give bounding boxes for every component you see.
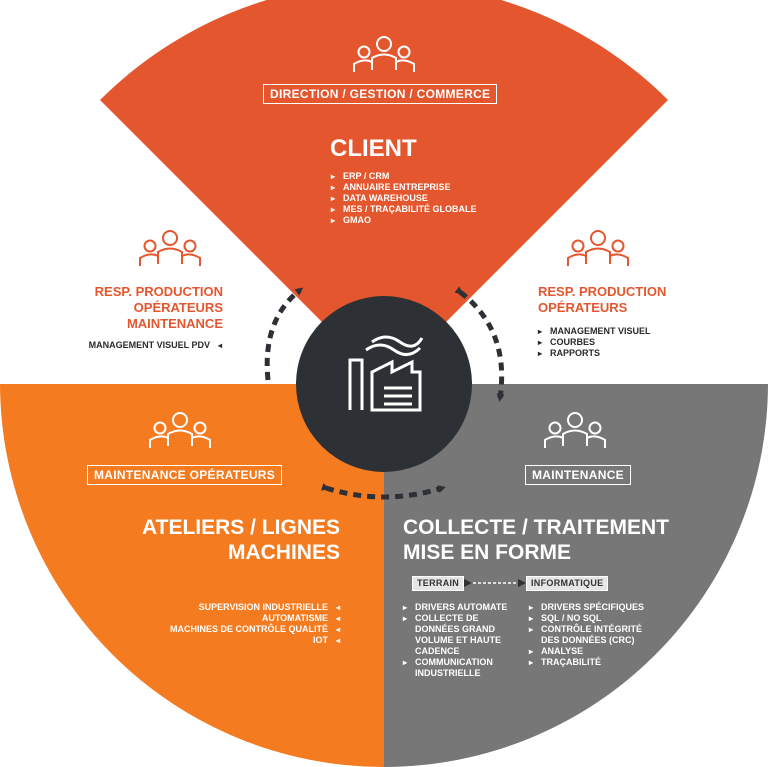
left-item: AUTOMATISME (170, 613, 340, 624)
informatique-item: ANALYSE (529, 646, 656, 657)
left-upper-line: RESP. PRODUCTION (94, 284, 223, 299)
right-upper-line: RESP. PRODUCTION (538, 284, 667, 299)
client-item: ANNUAIRE ENTREPRISE (331, 182, 477, 193)
left-title-line: ATELIERS / LIGNES (142, 516, 340, 539)
left-role-tag: MAINTENANCE OPÉRATEURS (87, 465, 283, 485)
right-role-tag: MAINTENANCE (525, 465, 631, 485)
left-upper-item: MANAGEMENT VISUEL PDV (89, 340, 223, 351)
people-icon-left-upper (139, 230, 201, 267)
client-item: ERP / CRM (331, 171, 477, 182)
center-hub (296, 296, 472, 472)
arrow-left-upper (264, 287, 304, 381)
left-sector (0, 384, 384, 767)
informatique-item: TRAÇABILITÉ (529, 657, 656, 668)
left-item: MACHINES DE CONTRÔLE QUALITÉ (170, 624, 340, 635)
client-item: DATA WAREHOUSE (331, 193, 477, 204)
informatique-item: DRIVERS SPÉCIFIQUES (529, 602, 656, 613)
right-upper-item: RAPPORTS (538, 348, 651, 359)
arrow-right-upper (454, 286, 505, 402)
arrow-bottom (320, 482, 446, 500)
informatique-list: DRIVERS SPÉCIFIQUES SQL / NO SQL CONTRÔL… (529, 602, 656, 668)
right-upper-item: MANAGEMENT VISUEL (538, 326, 651, 337)
left-list: SUPERVISION INDUSTRIELLE AUTOMATISME MAC… (170, 602, 340, 646)
right-title-line: MISE EN FORME (403, 541, 572, 564)
right-upper-list: MANAGEMENT VISUEL COURBES RAPPORTS (538, 326, 651, 359)
left-upper-list: MANAGEMENT VISUEL PDV (89, 340, 223, 351)
client-title: CLIENT (330, 135, 417, 162)
informatique-item: SQL / NO SQL (529, 613, 656, 624)
people-icon-right-upper (567, 230, 629, 267)
right-upper-item: COURBES (538, 337, 651, 348)
top-role-tag: DIRECTION / GESTION / COMMERCE (263, 84, 498, 104)
left-upper-line: OPÉRATEURS (133, 300, 223, 315)
client-item: GMAO (331, 215, 477, 226)
right-title-line: COLLECTE / TRAITEMENT (403, 516, 669, 539)
informatique-tag: INFORMATIQUE (526, 576, 609, 591)
terrain-item: DRIVERS AUTOMATE (403, 602, 507, 613)
factory-icon (348, 335, 424, 412)
terrain-list: DRIVERS AUTOMATE COLLECTE DE DONNÉES GRA… (403, 602, 507, 679)
right-upper-line: OPÉRATEURS (538, 300, 628, 315)
terrain-item: COMMUNICATION INDUSTRIELLE (403, 657, 505, 679)
client-item: MES / TRAÇABILITÉ GLOBALE (331, 204, 477, 215)
left-item: SUPERVISION INDUSTRIELLE (170, 602, 340, 613)
left-upper-line: MAINTENANCE (126, 316, 223, 331)
left-item: IOT (170, 635, 340, 646)
left-title-line: MACHINES (227, 541, 340, 564)
terrain-tag: TERRAIN (412, 576, 465, 591)
informatique-item: CONTRÔLE INTÉGRITÉ DES DONNÉES (CRC) (529, 624, 656, 646)
client-list: ERP / CRM ANNUAIRE ENTREPRISE DATA WAREH… (331, 171, 477, 226)
terrain-item: COLLECTE DE DONNÉES GRAND VOLUME ET HAUT… (403, 613, 505, 657)
